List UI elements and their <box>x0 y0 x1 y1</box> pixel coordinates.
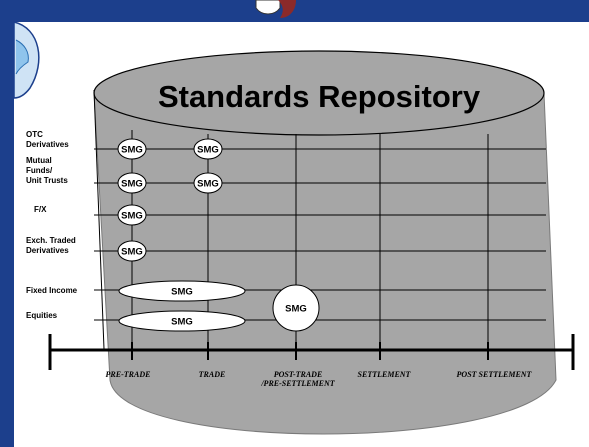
row-label-6-line-1: Equities <box>26 311 58 320</box>
smg-nodes: SMG SMG SMG SMG SMG SMG SMG SMG SMG <box>117 138 320 332</box>
smg-node-7 <box>118 280 246 302</box>
row-label-4-line-1: Exch. Traded <box>26 236 76 245</box>
row-label-4-line-2: Derivatives <box>26 246 69 255</box>
left-frame-bar <box>0 0 14 447</box>
row-label-2-line-3: Unit Trusts <box>26 176 68 185</box>
smg-node-6 <box>117 240 147 262</box>
row-label-2-line-2: Funds/ <box>26 166 53 175</box>
smg-node-8 <box>118 310 246 332</box>
row-label-3-line-1: F/X <box>34 205 47 214</box>
smg-node-2-label: SMG <box>197 145 219 156</box>
smg-node-7-label: SMG <box>171 287 193 298</box>
smg-node-6-label: SMG <box>121 247 143 258</box>
timeline-axis <box>48 334 575 370</box>
stage-label-2-line-1: TRADE <box>199 370 226 379</box>
smg-node-9-label: SMG <box>285 304 307 315</box>
stage-grid <box>93 89 546 350</box>
smg-node-3-label: SMG <box>121 179 143 190</box>
smg-node-5 <box>117 204 147 226</box>
globe-icon <box>13 21 40 99</box>
smg-node-9 <box>272 284 320 332</box>
row-label-1-line-2: Derivatives <box>26 140 69 149</box>
diagram-title: Standards Repository <box>158 79 481 114</box>
stage-label-3-line-2: /PRE-SETTLEMENT <box>260 379 335 388</box>
top-frame-bar <box>0 0 589 22</box>
smg-node-4-label: SMG <box>197 179 219 190</box>
smg-node-2 <box>193 138 223 160</box>
stage-label-5-line-1: POST SETTLEMENT <box>457 370 533 379</box>
smg-node-4 <box>193 172 223 194</box>
smg-node-5-label: SMG <box>121 211 143 222</box>
row-label-2-line-1: Mutual <box>26 156 52 165</box>
smg-node-1 <box>117 138 147 160</box>
smg-node-8-label: SMG <box>171 317 193 328</box>
stage-labels: PRE-TRADE TRADE POST-TRADE/PRE-SETTLEMENT S… <box>106 370 533 388</box>
stage-label-1-line-1: PRE-TRADE <box>106 370 151 379</box>
stage-label-4-line-1: SETTLEMENT <box>358 370 412 379</box>
smg-node-1-label: SMG <box>121 145 143 156</box>
stage-label-3-line-1: POST-TRADE <box>274 370 323 379</box>
grid-left-edge <box>93 89 105 350</box>
row-label-5-line-1: Fixed Income <box>26 286 78 295</box>
smg-node-3 <box>117 172 147 194</box>
top-ornament-icon <box>255 0 296 18</box>
row-label-1-line-1: OTC <box>26 130 43 139</box>
